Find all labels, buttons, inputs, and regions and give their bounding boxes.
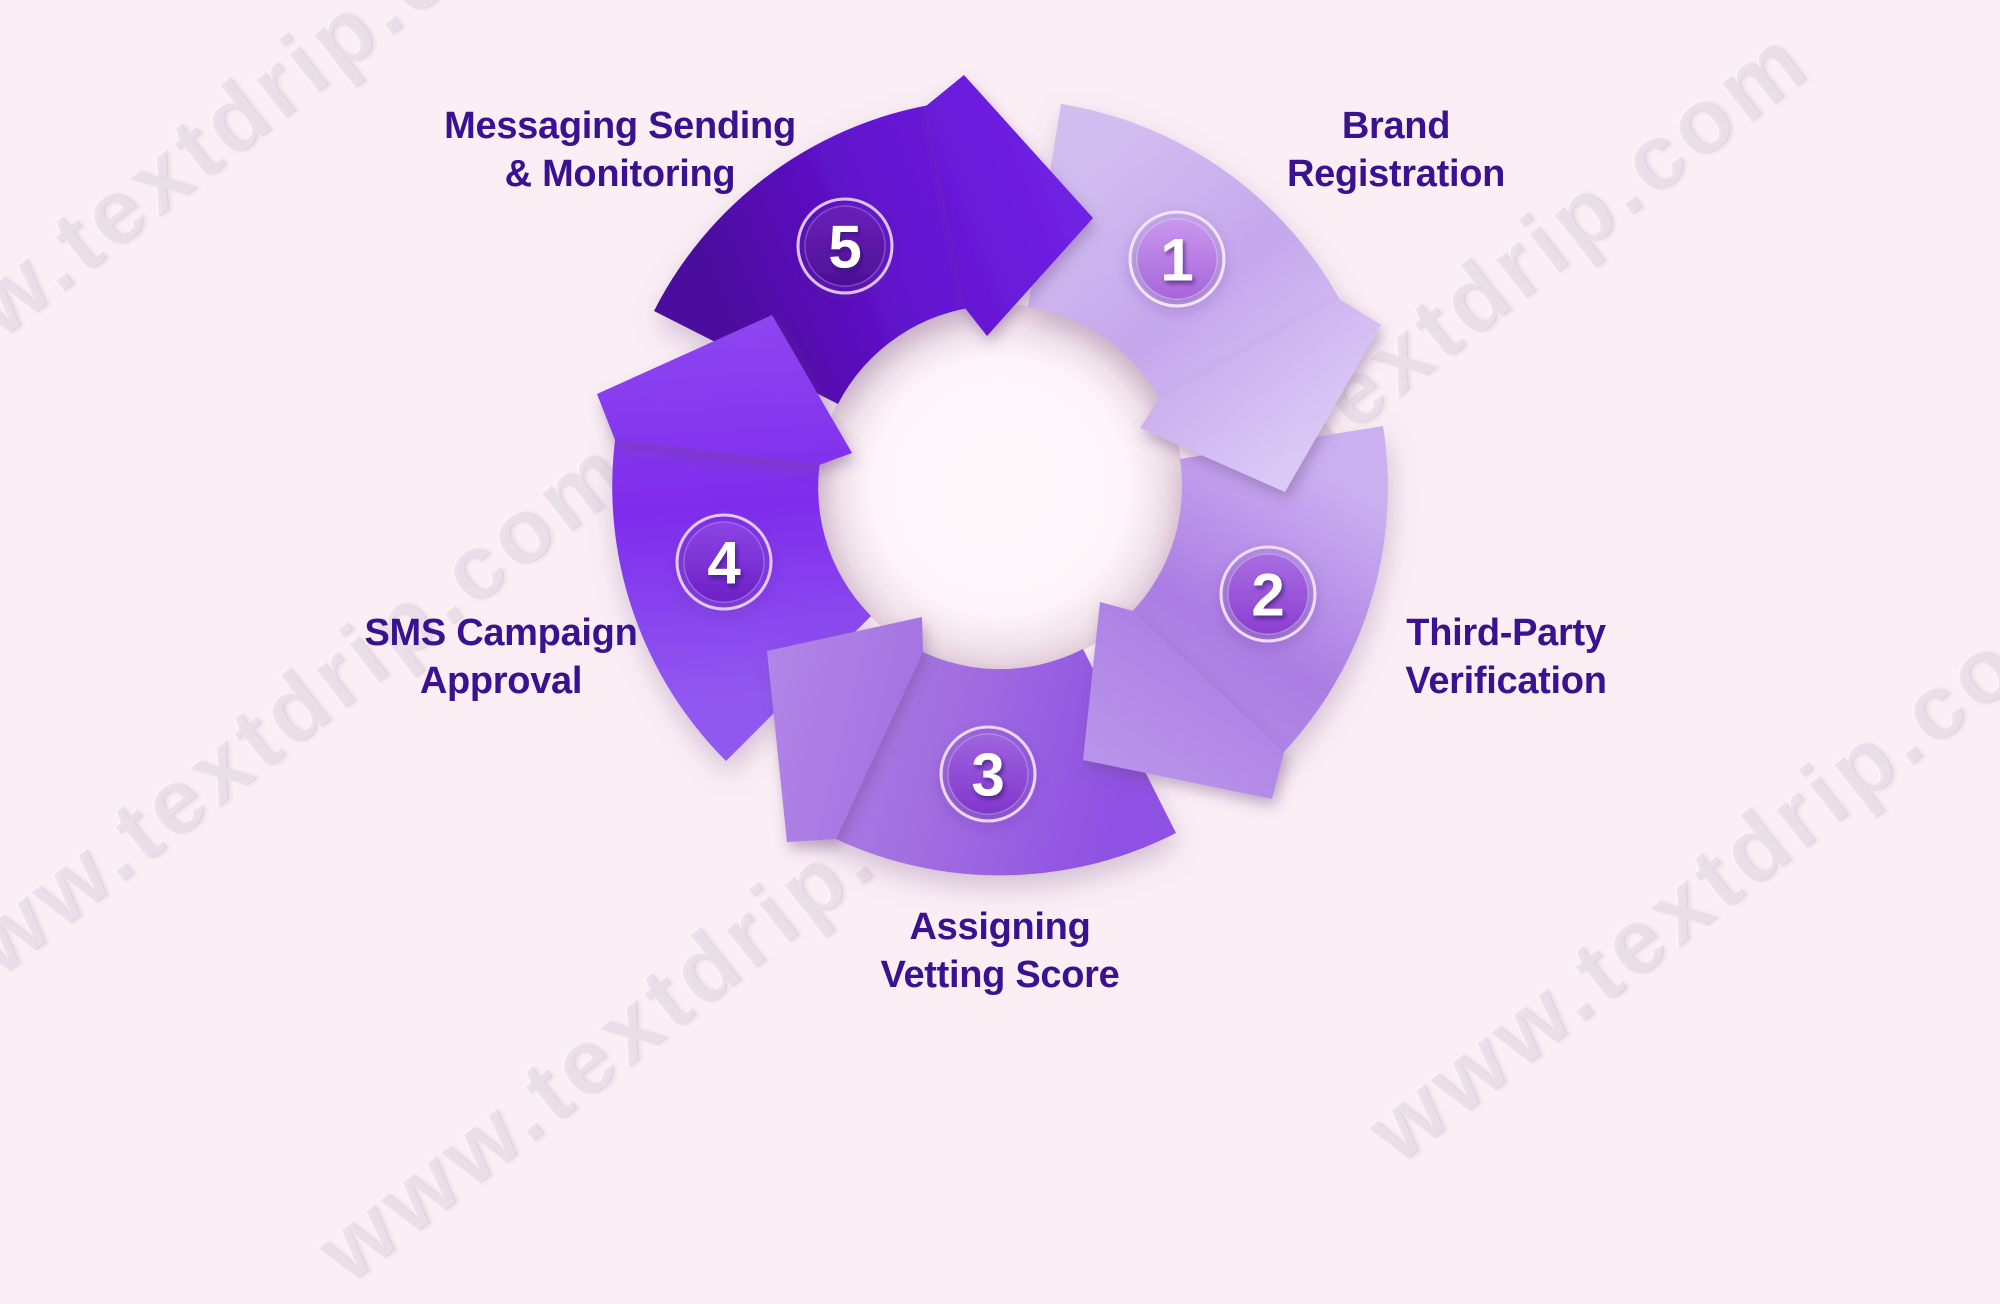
step-2-badge-disc bbox=[1227, 553, 1309, 635]
step-3-badge-disc bbox=[947, 733, 1029, 815]
step-3-arrow-head bbox=[767, 617, 923, 842]
step-5-badge-ring bbox=[796, 197, 894, 295]
step-1-badge: 1 bbox=[1128, 210, 1226, 308]
step-2-badge: 2 bbox=[1219, 545, 1317, 643]
step-1-badge-number: 1 bbox=[1160, 227, 1193, 294]
step-5-badge-disc bbox=[804, 205, 886, 287]
step-4-arrow-head bbox=[597, 315, 852, 465]
step-2-label: Third-Party Verification bbox=[1405, 612, 1607, 702]
step-4-label: SMS Campaign Approval bbox=[364, 612, 638, 702]
step-5-badge: 5 bbox=[796, 197, 894, 295]
step-2-badge-number: 2 bbox=[1251, 562, 1284, 629]
step-3-badge-ring bbox=[939, 725, 1037, 823]
step-4-badge: 4 bbox=[675, 513, 773, 611]
step-2-arrow-head bbox=[1083, 602, 1284, 799]
step-5-arrow-head bbox=[926, 75, 1093, 336]
step-1-label: Brand Registration bbox=[1286, 105, 1506, 195]
step-1-arrow-head bbox=[1140, 299, 1381, 492]
arrow-heads bbox=[597, 75, 1381, 842]
cycle-center-hole bbox=[817, 304, 1183, 670]
step-5-label: Messaging Sending & Monitoring bbox=[444, 105, 796, 195]
step-3-label: Assigning Vetting Score bbox=[880, 906, 1120, 996]
cycle-diagram: 1 2 3 4 5 bbox=[597, 75, 1388, 876]
step-4-badge-ring bbox=[675, 513, 773, 611]
step-1-badge-disc bbox=[1136, 218, 1218, 300]
step-1-badge-ring bbox=[1128, 210, 1226, 308]
step-5-badge-number: 5 bbox=[828, 214, 861, 281]
step-3-badge: 3 bbox=[939, 725, 1037, 823]
step-4-badge-disc bbox=[683, 521, 765, 603]
step-3-badge-number: 3 bbox=[971, 742, 1004, 809]
step-4-badge-number: 4 bbox=[707, 530, 741, 597]
step-2-badge-ring bbox=[1219, 545, 1317, 643]
